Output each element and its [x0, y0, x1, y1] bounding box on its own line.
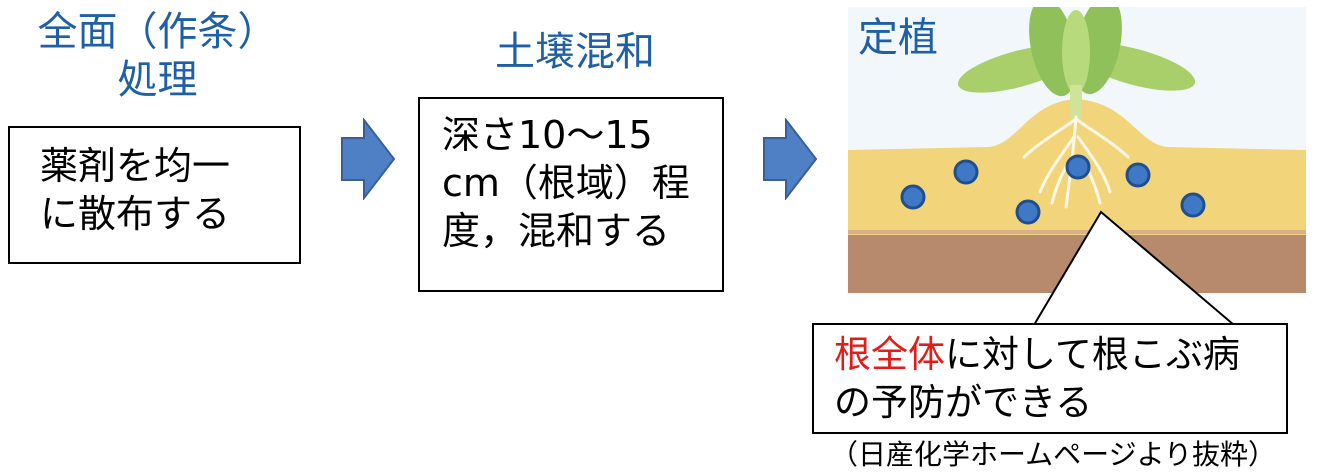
callout-line1: 根全体に対して根こぶ病: [834, 331, 1286, 379]
step2-box: 深さ10〜15 cm（根域）程 度，混和する: [418, 97, 724, 292]
callout-line1-rest: に対して根こぶ病: [945, 333, 1240, 376]
arrow-right-icon: [763, 118, 818, 200]
step2-title: 土壌混和: [430, 28, 720, 76]
step1-text-line2: に散布する: [40, 192, 231, 236]
soil-plant-image: [848, 7, 1306, 293]
callout-box: 根全体に対して根こぶ病 の予防ができる: [812, 323, 1288, 434]
arrow-right-icon: [341, 118, 396, 200]
step2-title-line1: 土壌混和: [495, 29, 655, 75]
step2-text-line2: cm（根域）程: [442, 161, 690, 205]
step1-title-line2: 処理: [117, 57, 198, 103]
step1-title-line1: 全面（作条）: [37, 9, 278, 55]
step1-title: 全面（作条） 処理: [20, 8, 295, 104]
callout-highlight: 根全体: [834, 333, 945, 376]
step1-box: 薬剤を均一 に散布する: [8, 126, 301, 264]
step2-text-line1: 深さ10〜15: [442, 113, 653, 157]
callout-line2: の予防ができる: [834, 381, 1093, 424]
step3-title: 定植: [858, 14, 938, 62]
planting-illustration: [848, 7, 1306, 293]
source-note: （日産化学ホームページより抜粋）: [830, 438, 1277, 471]
step2-text-line3: 度，混和する: [442, 209, 671, 253]
step1-text-line1: 薬剤を均一: [40, 144, 231, 188]
step3-title-line1: 定植: [858, 15, 938, 61]
